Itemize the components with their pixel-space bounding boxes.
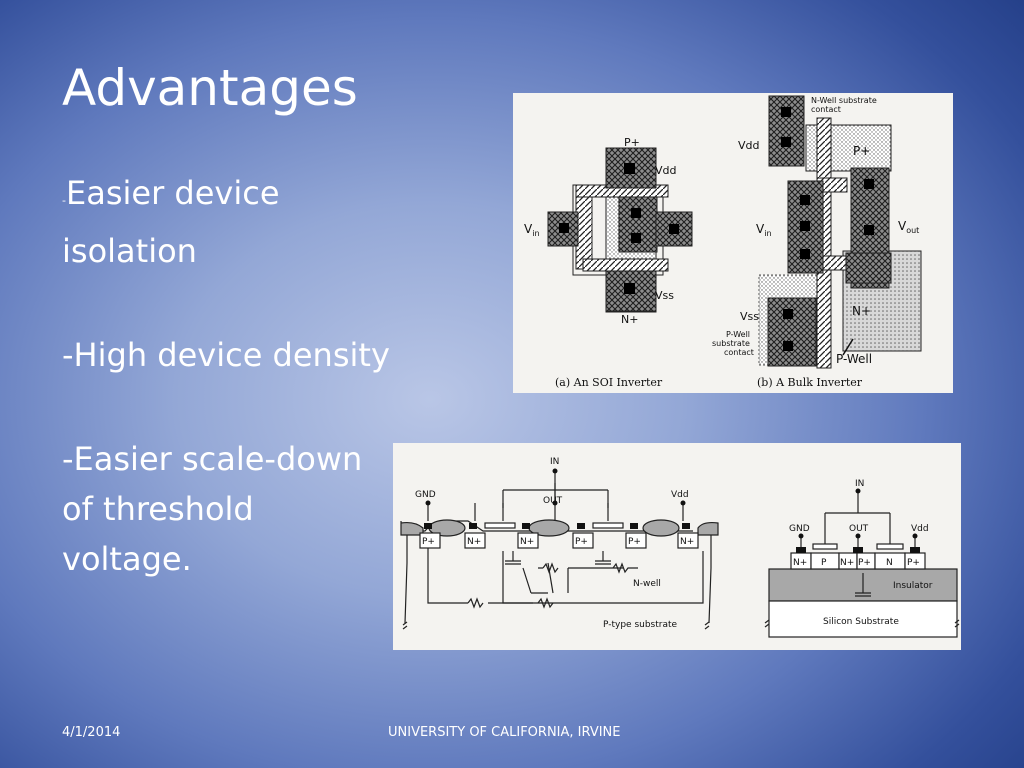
soi-in-label: IN [855, 479, 864, 489]
bulk-inverter-layout [758, 95, 922, 369]
bulk-nplus-left: N+ [467, 537, 481, 547]
bullet-list: -Easier device isolation -High device de… [62, 168, 392, 584]
soi-pplus-mid: P+ [858, 558, 871, 568]
bulk-pplus-mid: P+ [575, 537, 588, 547]
footer-organization: UNIVERSITY OF CALIFORNIA, IRVINE [388, 725, 621, 740]
bulk-cmos-cross-section [400, 471, 719, 630]
soi-vin-label: Vin [524, 222, 540, 238]
silicon-substrate-label: Silicon Substrate [823, 617, 899, 627]
bullet-item: -Easier scale-down of threshold voltage. [62, 434, 392, 584]
soi-vdd-label: Vdd [911, 524, 929, 534]
soi-pplus-right: P+ [907, 558, 920, 568]
bullet-text: -Easier scale-down of threshold voltage. [62, 440, 363, 578]
soi-nplus-mid: N+ [840, 558, 854, 568]
nwell-contact-label-line1: N-Well substrate [811, 96, 877, 105]
pwell-contact-label-line2: substrate [712, 339, 750, 348]
p-substrate-label: P-type substrate [603, 620, 678, 630]
bulk-vin-label: Vin [756, 222, 772, 238]
pwell-contact-label-line3: contact [724, 348, 754, 357]
nwell-label: N-well [633, 579, 661, 589]
soi-nplus-left: N+ [793, 558, 807, 568]
bulk-out-label: OUT [543, 496, 563, 506]
bulk-nplus-mid: N+ [520, 537, 534, 547]
slide-title: Advantages [62, 59, 358, 117]
soi-gnd-label: GND [789, 524, 810, 534]
soi-nplus-label: N+ [621, 313, 638, 326]
bullet-marker: - [62, 194, 66, 207]
pwell-contact-label-line1: P-Well [726, 330, 750, 339]
pwell-label: P-Well [836, 352, 872, 366]
bullet-text: Easier device isolation [62, 174, 280, 270]
bulk-nplus-right: N+ [680, 537, 694, 547]
inverter-layout-figure: P+ Vdd Vin Vss N+ N-Well substrate conta… [513, 93, 953, 393]
bulk-vss-label: Vss [740, 310, 759, 323]
bullet-item: -High device density [62, 330, 392, 380]
soi-vdd-label: Vdd [655, 164, 677, 177]
insulator-label: Insulator [893, 581, 933, 591]
soi-out-label: OUT [849, 524, 869, 534]
soi-caption: (a) An SOI Inverter [555, 376, 663, 389]
bulk-pplus-label: P+ [853, 144, 870, 158]
soi-p-left: P [821, 558, 827, 568]
bulk-in-label: IN [550, 457, 559, 467]
bulk-caption: (b) A Bulk Inverter [757, 376, 863, 389]
soi-vss-label: Vss [655, 289, 674, 302]
soi-inverter-layout [547, 147, 693, 313]
soi-pplus-label: P+ [624, 136, 640, 149]
bulk-vdd-label: Vdd [738, 139, 760, 152]
nwell-contact-label-line2: contact [811, 105, 841, 114]
bulk-pplus-right: P+ [628, 537, 641, 547]
footer-date: 4/1/2014 [62, 725, 121, 740]
bullet-text: -High device density [62, 336, 390, 374]
bullet-item: -Easier device isolation [62, 168, 392, 276]
bulk-vout-label: Vout [898, 219, 919, 235]
bulk-nplus-label: N+ [852, 304, 871, 318]
soi-cross-section [764, 493, 960, 638]
bulk-vdd-label: Vdd [671, 490, 689, 500]
soi-n-right: N [886, 558, 893, 568]
bulk-pplus-left: P+ [422, 537, 435, 547]
cross-section-figure: IN OUT GND Vdd P+ N+ N+ P+ P+ N+ N-well … [393, 443, 961, 650]
bulk-gnd-label: GND [415, 490, 436, 500]
